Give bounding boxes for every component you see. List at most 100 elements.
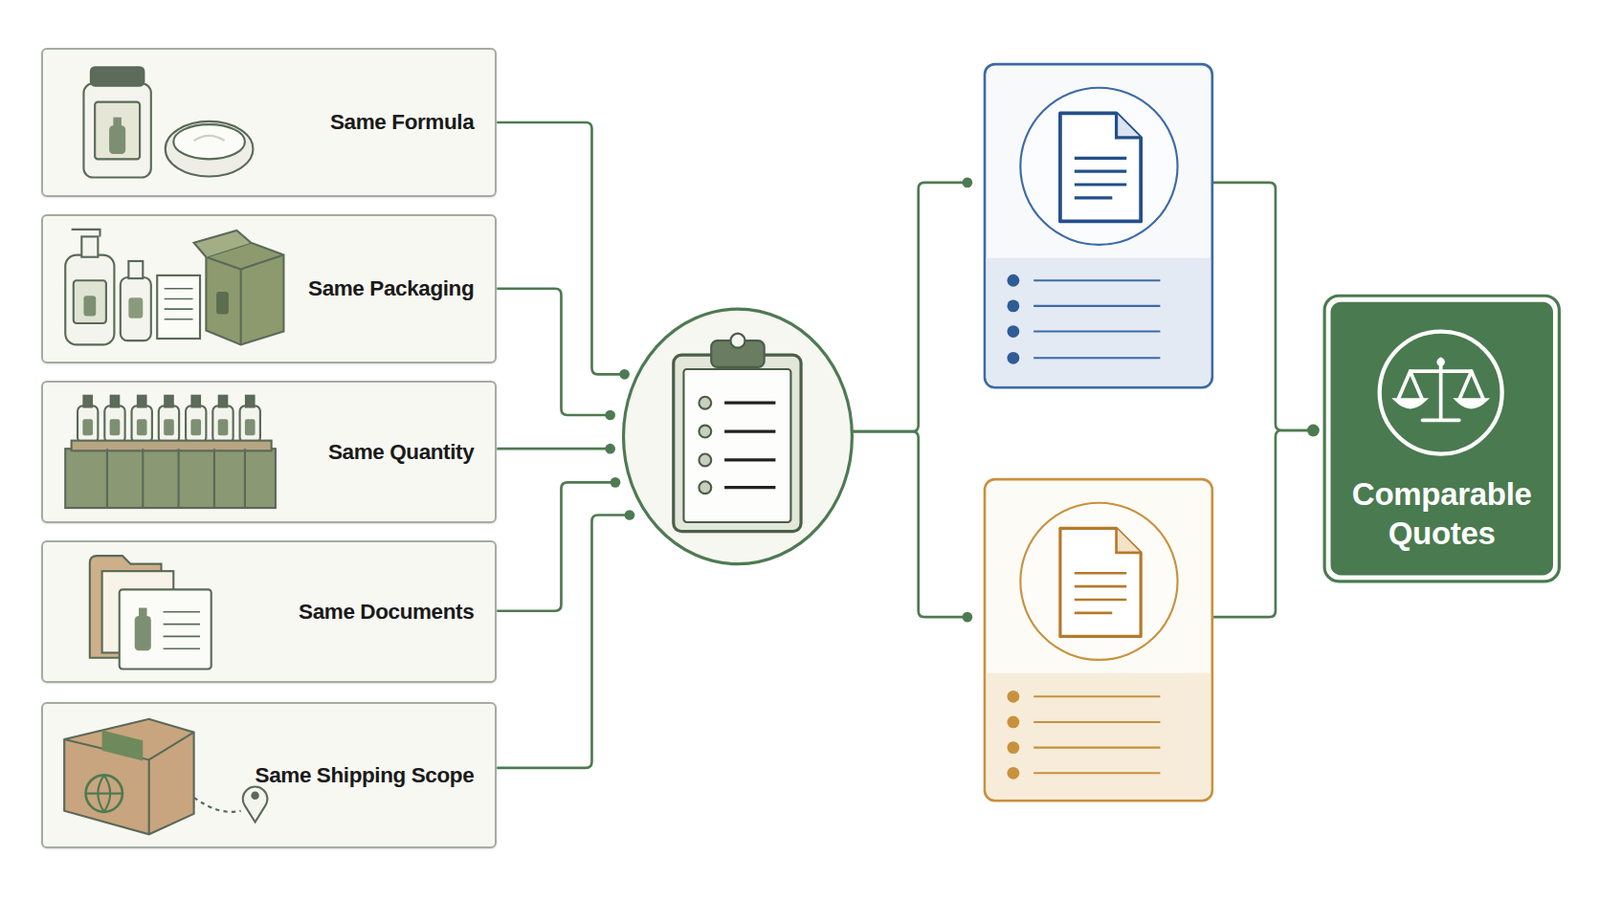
illustration-part <box>243 787 268 823</box>
bottle-cap <box>219 396 228 408</box>
illustration-part <box>41 380 498 524</box>
illustration-part <box>984 479 1213 801</box>
illustration-part <box>1006 274 1020 288</box>
illustration-part <box>624 510 636 521</box>
criteria-label: Same Quantity <box>328 439 474 466</box>
quote-card-blue <box>984 64 1213 388</box>
bottle-shape <box>77 405 98 443</box>
illustration-part <box>90 66 144 86</box>
illustration-part <box>81 236 98 257</box>
illustration-part <box>698 425 712 439</box>
illustration-part <box>986 673 1212 800</box>
illustration-part <box>41 540 498 684</box>
illustration-part <box>1212 430 1314 618</box>
illustration-part <box>1006 690 1020 780</box>
bottle-shape <box>240 405 261 443</box>
illustration-part <box>1006 352 1020 365</box>
illustration-part <box>986 258 1212 387</box>
illustration-group <box>41 47 1560 849</box>
box-grounds <box>41 47 498 849</box>
illustration-part <box>1006 690 1020 704</box>
bottle-shape <box>132 405 153 443</box>
illustration-part <box>698 397 712 494</box>
illustration-part <box>134 616 152 651</box>
illustration-part <box>194 135 225 141</box>
bottle-cap <box>83 396 92 408</box>
illustration-part <box>1116 528 1142 554</box>
illustration-part <box>610 477 622 489</box>
criteria-label: Same Formula <box>330 109 474 135</box>
documents-icon <box>89 555 212 669</box>
illustration-part <box>1396 358 1487 421</box>
illustration-part <box>73 280 107 324</box>
illustration-part <box>1074 157 1127 199</box>
illustration-part <box>496 482 616 611</box>
criteria-label: Same Documents <box>298 599 474 625</box>
illustration-part <box>205 243 284 346</box>
illustration-part <box>1006 741 1020 755</box>
illustration-part <box>138 608 148 619</box>
illustration-part <box>984 64 1213 388</box>
quantity-icon <box>65 396 276 509</box>
illustration-part <box>1060 528 1141 637</box>
illustration-part <box>65 448 276 509</box>
illustration-part <box>698 481 712 494</box>
criteria-box: Same Formula <box>41 47 498 198</box>
bottle-label <box>136 419 148 436</box>
illustration-part <box>1116 112 1142 138</box>
illustration-part <box>64 719 194 835</box>
illustration-part <box>94 102 140 160</box>
illustration-part <box>1324 295 1559 582</box>
illustration-part <box>165 121 254 178</box>
illustration-part <box>194 798 242 813</box>
bottle-shape <box>185 405 206 443</box>
bottle-label <box>244 419 256 436</box>
illustration-part <box>1020 503 1178 661</box>
illustration-part <box>128 297 143 318</box>
illustration-part <box>683 369 791 523</box>
illustration-part <box>851 182 967 432</box>
illustration-part <box>128 261 143 279</box>
illustration-part <box>619 369 630 380</box>
illustration-part <box>77 396 261 444</box>
illustration-part <box>1330 302 1553 577</box>
bottle-label <box>163 419 175 436</box>
illustration-part <box>851 431 967 618</box>
criteria-box: Same Documents <box>41 540 498 684</box>
illustration-part <box>698 454 712 467</box>
bottle-shape <box>212 405 233 443</box>
illustration-part <box>120 277 152 341</box>
illustration-part <box>1033 280 1160 358</box>
bottle-shape <box>104 405 125 443</box>
illustration-part <box>71 229 101 237</box>
illustration-part <box>216 291 229 314</box>
criteria-box: Same Packaging <box>41 214 498 364</box>
illustration-part <box>83 83 151 178</box>
illustration-part <box>41 702 498 850</box>
illustration-part <box>698 397 712 410</box>
illustration-part <box>156 275 200 339</box>
result-box: Comparable Quotes <box>1324 295 1559 582</box>
illustration-part <box>109 125 126 155</box>
illustration-part <box>86 775 123 812</box>
illustration-part <box>1020 88 1178 245</box>
illustration-part <box>1074 573 1127 614</box>
bottle-label <box>82 419 93 436</box>
checklist-hub <box>623 309 853 565</box>
illustration-part <box>41 47 498 198</box>
bottle-label <box>110 419 121 436</box>
illustration-part <box>673 355 801 532</box>
illustration-part <box>119 589 212 669</box>
bottle-cap <box>191 396 200 408</box>
criteria-box: Same Shipping Scope <box>41 702 498 850</box>
illustration-part <box>1033 696 1160 774</box>
criteria-label: Same Shipping Scope <box>255 762 475 789</box>
illustration-part <box>86 775 123 812</box>
bottle-shape <box>158 405 179 443</box>
illustration-part <box>604 444 616 455</box>
illustration-part <box>205 255 284 346</box>
illustration-part <box>496 447 610 451</box>
illustration-part <box>1006 274 1020 365</box>
illustration-part <box>962 612 974 623</box>
